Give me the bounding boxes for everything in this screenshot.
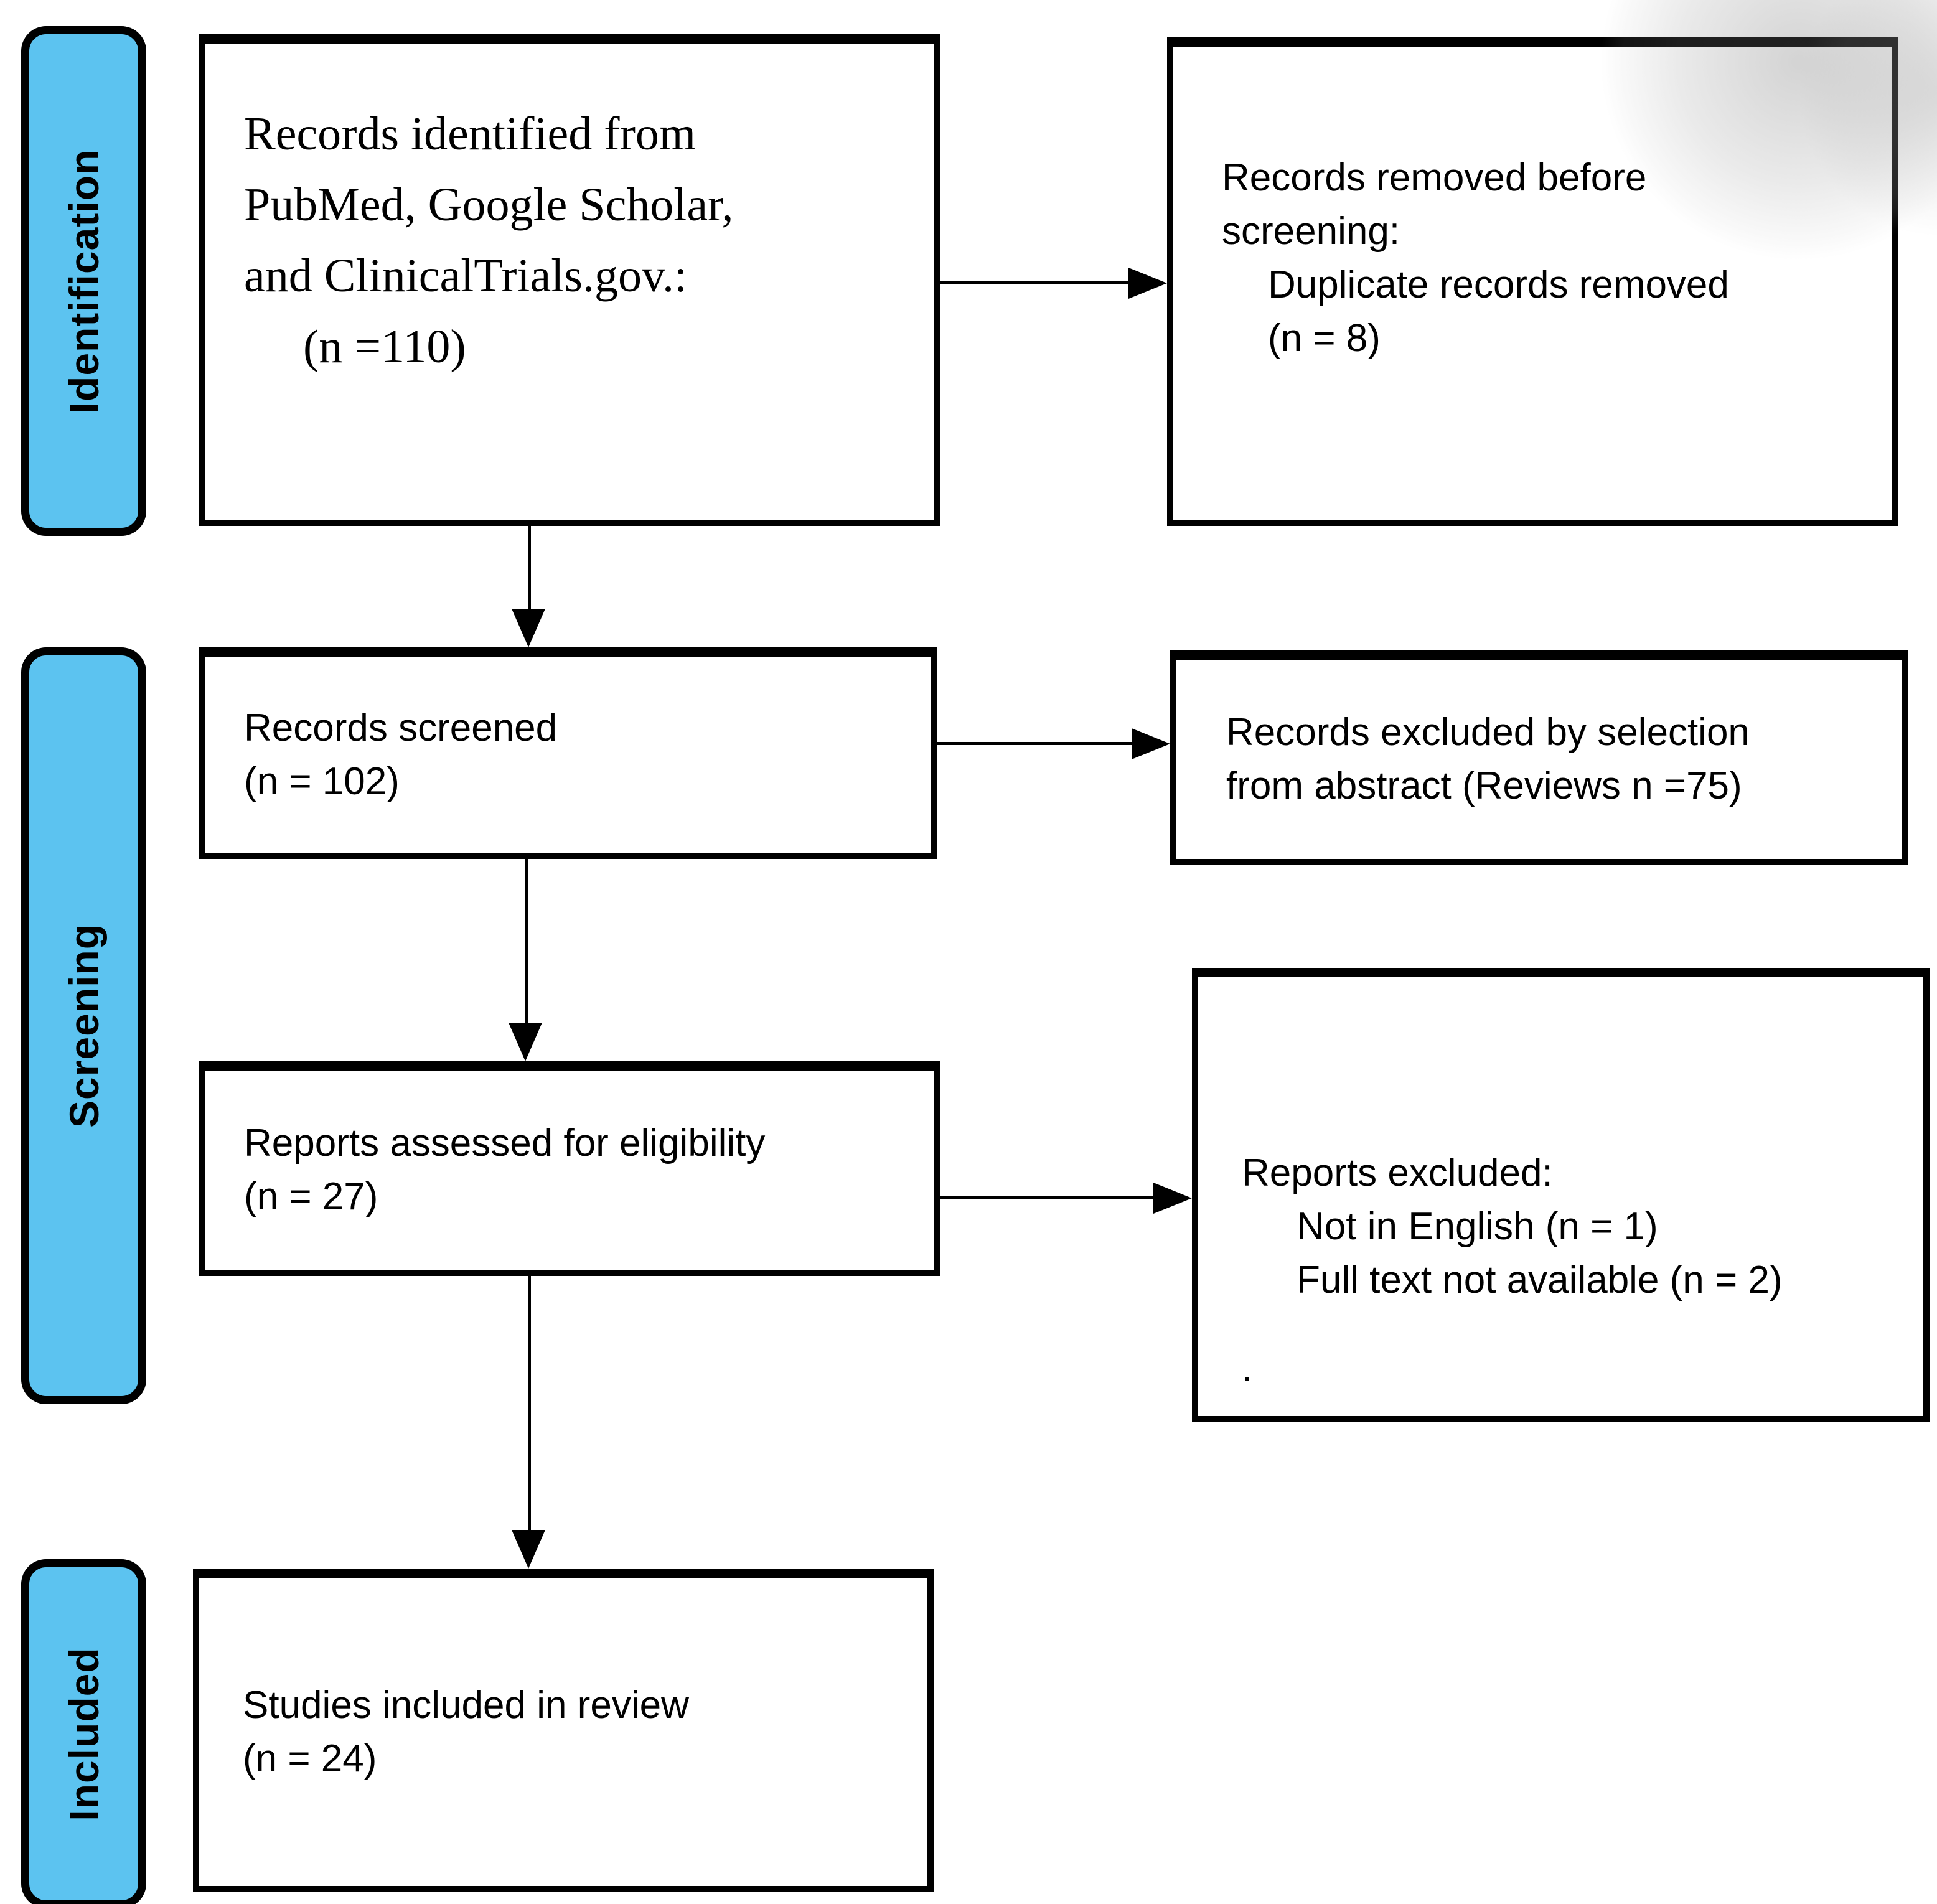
studies-included-box: Studies included in review (n = 24) — [193, 1569, 934, 1892]
arrow-line-assessed-to-excluded — [940, 1196, 1155, 1199]
records-identified-line: and ClinicalTrials.gov.: — [244, 250, 688, 302]
reports-excluded-reason: Not in English (n = 1) — [1297, 1205, 1658, 1248]
arrow-head-down-icon — [509, 1023, 542, 1061]
records-excluded-line: from abstract (Reviews n =75) — [1226, 764, 1742, 807]
records-removed-line: Records removed before — [1222, 156, 1647, 199]
reports-excluded-box: Reports excluded: Not in English (n = 1)… — [1192, 968, 1930, 1422]
records-identified-line: PubMed, Google Scholar, — [244, 179, 734, 231]
arrow-head-right-icon — [1153, 1183, 1192, 1214]
records-excluded-box: Records excluded by selection from abstr… — [1170, 650, 1908, 865]
stage-label-identification: Identification — [60, 149, 107, 413]
arrow-head-down-icon — [512, 609, 545, 647]
records-identified-line: Records identified from — [244, 108, 696, 160]
stage-pill-included: Included — [21, 1559, 146, 1904]
arrow-line-assessed-to-included — [528, 1276, 531, 1532]
reports-assessed-box: Reports assessed for eligibility (n = 27… — [199, 1061, 940, 1276]
records-removed-count: (n = 8) — [1268, 317, 1381, 360]
arrow-head-right-icon — [1132, 728, 1170, 759]
arrow-head-down-icon — [512, 1530, 545, 1569]
reports-excluded-reason: Full text not available (n = 2) — [1297, 1259, 1783, 1301]
records-removed-line: screening: — [1222, 210, 1400, 253]
reports-excluded-period: . — [1242, 1347, 1253, 1390]
reports-excluded-heading: Reports excluded: — [1242, 1151, 1553, 1194]
stage-pill-identification: Identification — [21, 26, 146, 536]
records-screened-box: Records screened (n = 102) — [199, 647, 937, 859]
arrow-line-screened-to-assessed — [525, 859, 528, 1026]
stage-label-included: Included — [60, 1646, 107, 1821]
arrow-line-screened-to-excluded — [937, 742, 1135, 745]
arrow-head-right-icon — [1128, 268, 1167, 299]
arrow-line-identified-to-screened — [528, 526, 531, 613]
stage-label-screening: Screening — [60, 923, 107, 1128]
records-screened-line: Records screened — [244, 706, 558, 749]
records-screened-count: (n = 102) — [244, 759, 400, 803]
stage-pill-screening: Screening — [21, 647, 146, 1404]
reports-assessed-line: Reports assessed for eligibility — [244, 1122, 766, 1165]
records-identified-count: (n =110) — [303, 321, 466, 373]
records-identified-box: Records identified from PubMed, Google S… — [199, 34, 940, 526]
reports-assessed-count: (n = 27) — [244, 1175, 378, 1218]
records-removed-box: Records removed before screening: Duplic… — [1167, 37, 1898, 526]
studies-included-line: Studies included in review — [243, 1683, 689, 1727]
studies-included-count: (n = 24) — [243, 1737, 377, 1780]
arrow-line-identified-to-removed — [940, 281, 1132, 284]
records-removed-reason: Duplicate records removed — [1268, 263, 1729, 306]
records-excluded-line: Records excluded by selection — [1226, 711, 1750, 754]
